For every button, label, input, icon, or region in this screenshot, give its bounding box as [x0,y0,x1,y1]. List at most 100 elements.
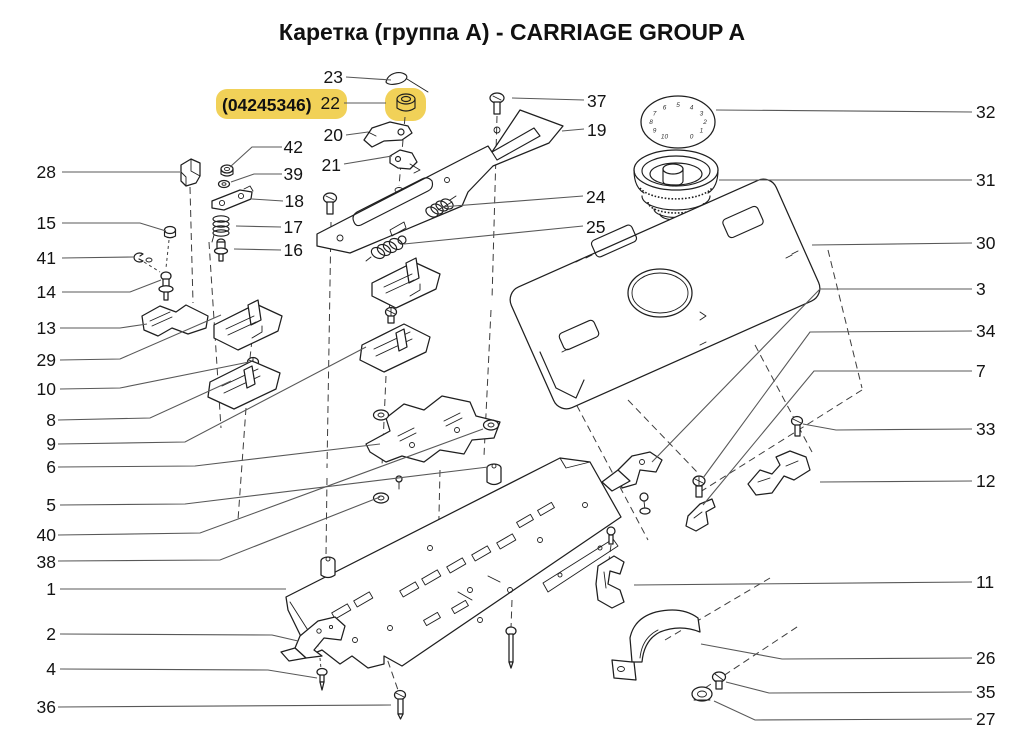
dial-number-4: 4 [690,104,694,111]
callout-37: 37 [587,91,606,111]
dial-number-7: 7 [653,111,657,118]
part-16-stud [213,238,229,262]
leader-line-19 [561,128,585,132]
callout-31: 31 [976,170,995,190]
part-38-washer [372,492,390,504]
part-35-screw [711,671,727,690]
part-32-dial [640,95,716,149]
dial-number-10: 10 [661,134,669,141]
leader-line-40 [57,428,484,536]
part-26-visor [611,609,701,681]
callout-16: 16 [284,240,303,260]
callout-1: 1 [46,579,56,599]
callout-28: 28 [37,162,56,182]
part-7-bracket [685,498,716,532]
part-15-grommet [163,225,177,239]
part-center-long-screw [505,626,517,669]
leader-line-18 [251,198,284,202]
leader-line-5 [59,466,489,506]
callout-29: 29 [37,350,56,370]
part-24-spring [425,195,457,218]
part-40-washer [372,409,390,421]
leader-line-33 [802,423,973,431]
part-21-link [389,149,421,174]
part-11-bracket [595,526,625,609]
leader-line-23 [345,76,392,81]
callout-39: 39 [284,164,303,184]
leader-line-21 [343,155,393,165]
part-20-lever [363,121,413,148]
leader-line-34 [702,330,973,479]
diagram-title: Каретка (группа А) - CARRIAGE GROUP A [279,19,745,45]
part-37-screw [489,92,505,115]
leader-line-39 [230,173,282,183]
leader-line-24 [440,195,584,208]
part-1-base-plate [285,457,622,669]
part-standoff-left [320,556,336,579]
highlighted-part-number: (04245346) [222,95,312,115]
part-34-screw [692,475,706,498]
leader-line-15 [62,222,167,232]
dial-number-3: 3 [700,111,704,118]
part-5-standoff [486,463,502,486]
part-23-clip [385,72,429,93]
callout-33: 33 [976,419,995,439]
callout-3: 3 [976,279,986,299]
callout-36: 36 [37,697,56,717]
leader-line-7 [702,370,972,506]
part-18-plate [211,185,254,211]
part-3-bracket [601,451,663,515]
part-8-bracket [207,360,281,410]
callout-12: 12 [976,471,995,491]
leader-line-9 [57,346,367,445]
callout-20: 20 [324,125,344,145]
leader-line-4 [59,668,318,679]
part-33-screw [790,415,804,437]
callout-25: 25 [586,217,605,237]
leader-line-12 [819,480,973,483]
callout-10: 10 [37,379,57,399]
part-slider-plate-b [371,257,441,309]
part-bracket-b [359,323,431,373]
callout-38: 38 [37,552,56,572]
part-slider-screw-b [384,306,398,324]
part-14-stud-screw [158,271,174,301]
callout-40: 40 [37,525,57,545]
leader-line-38 [57,496,381,562]
callout-35: 35 [976,682,995,702]
part-30-cover [509,178,821,410]
leader-line-37 [511,97,585,101]
leader-line-6 [57,443,381,468]
callout-labels-layer: 2322202142391817163719242528154114132910… [37,67,996,729]
part-6-cross-plate [365,395,501,463]
leader-line-36 [57,704,392,708]
part-41-clip [133,252,153,263]
callout-8: 8 [46,410,56,430]
leader-line-25 [403,225,584,245]
part-12-bracket [747,450,811,496]
part-25-spring [365,235,407,262]
callout-32: 32 [976,102,995,122]
dial-number-2: 2 [702,119,707,126]
dial-number-9: 9 [653,128,657,135]
part-27-cap [691,686,713,702]
callout-42: 42 [284,137,303,157]
part-17-spring [211,215,230,243]
leader-line-11 [633,581,973,586]
dial-number-5: 5 [676,102,680,109]
leader-line-41 [61,256,135,259]
callout-30: 30 [976,233,996,253]
part-29-slider-plate [213,299,283,351]
part-13-bracket [141,304,209,337]
callout-9: 9 [46,434,56,454]
callout-13: 13 [37,318,56,338]
part-28-block [180,158,201,187]
part-2-bracket [280,616,346,662]
part-36-screw [393,689,407,720]
leader-line-16 [233,248,282,251]
callout-2: 2 [46,624,56,644]
